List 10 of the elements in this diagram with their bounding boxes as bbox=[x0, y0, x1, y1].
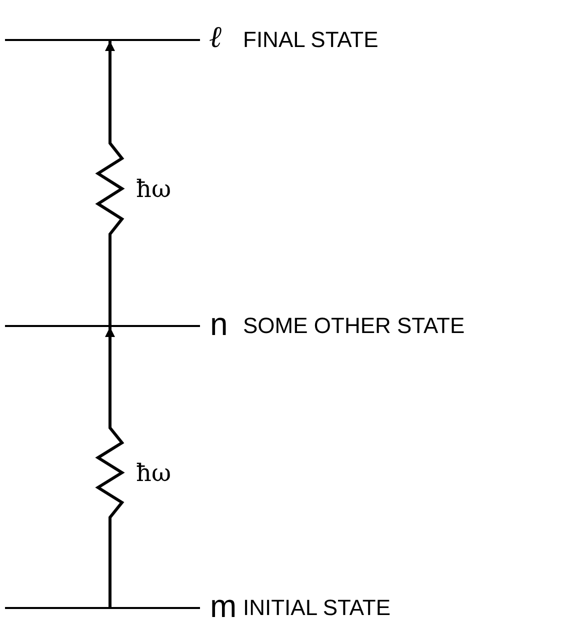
photon-arrow bbox=[95, 41, 125, 325]
state-label: SOME OTHER STATE bbox=[243, 313, 465, 339]
edge-label: ħω bbox=[136, 458, 172, 487]
level-symbol: ℓ bbox=[209, 20, 222, 56]
state-label: INITIAL STATE bbox=[243, 595, 391, 621]
state-label: FINAL STATE bbox=[243, 27, 378, 53]
edge-label: ħω bbox=[136, 174, 172, 203]
level-symbol: m bbox=[210, 588, 237, 624]
level-symbol: n bbox=[210, 306, 228, 342]
photon-arrow bbox=[95, 327, 125, 607]
